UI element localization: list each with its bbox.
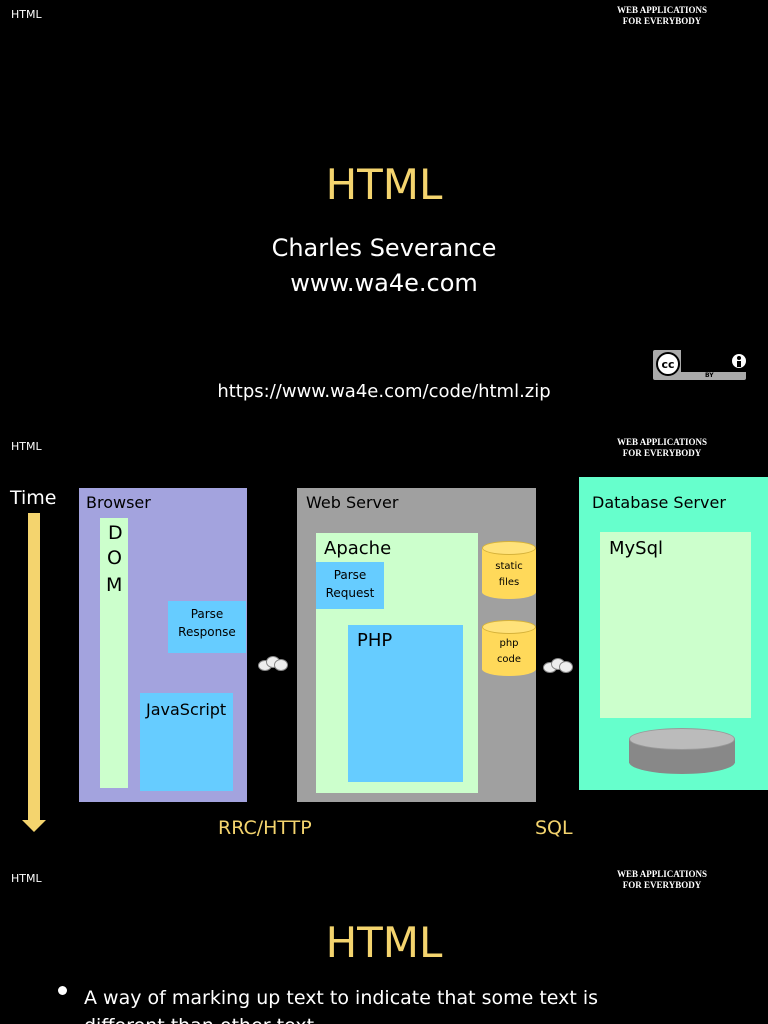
static-files-cylinder: static files [482,541,536,599]
browser-title: Browser [86,493,151,512]
time-label: Time [10,487,57,509]
course-logo-line1: WEB APPLICATIONS [616,869,708,879]
time-arrow-head [22,820,46,832]
cc-icon: cc [656,352,680,376]
dom-letter-m: M [106,574,123,596]
php-box [348,625,463,782]
rrc-http-label: RRC/HTTP [218,817,312,839]
database-disk-icon [629,728,735,774]
network-cloud-icon [258,656,288,672]
php-code-label: php code [496,638,522,665]
course-logo-text: WEB APPLICATIONS FOR EVERYBODY [600,5,724,27]
course-logo-line2: FOR EVERYBODY [622,448,702,458]
course-logo-line2: FOR EVERYBODY [622,16,702,26]
by-label: BY [705,372,714,379]
parse-request-label: Parse Request [325,568,375,600]
course-logo-line1: WEB APPLICATIONS [616,5,708,15]
php-code-cylinder: php code [482,620,536,676]
slide-header-label: HTML [11,440,42,453]
javascript-label: JavaScript [146,700,227,719]
course-logo-line1: WEB APPLICATIONS [616,437,708,447]
php-label: PHP [357,630,393,651]
javascript-box [140,693,233,791]
slide-header-label: HTML [11,872,42,885]
slide-header-label: HTML [11,8,42,21]
parse-response-box [168,601,246,653]
network-cloud-icon [543,658,573,674]
mysql-label: MySql [609,538,664,559]
course-logo-line2: FOR EVERYBODY [622,880,702,890]
database-server-title: Database Server [592,493,726,512]
static-files-label: static files [495,561,523,588]
author-name: Charles Severance [271,234,497,262]
mysql-box [600,532,751,718]
download-url: https://www.wa4e.com/code/html.zip [217,381,551,402]
dom-letter-d: D [108,522,123,544]
parse-request-box [316,562,384,609]
time-arrow [28,513,40,821]
bullet-icon [58,986,67,995]
cc-by-license-icon: cc BY [653,350,748,380]
parse-response-label: Parse Response [178,607,236,639]
attribution-icon [730,352,748,370]
dom-letter-o: O [107,547,122,569]
sql-label: SQL [535,817,573,839]
course-logo-text: WEB APPLICATIONS FOR EVERYBODY [600,869,724,891]
website: www.wa4e.com [290,269,478,297]
slide-title-heading: HTML [325,160,443,209]
bullet-text: A way of marking up text to indicate tha… [84,987,599,1024]
dom-box [100,518,128,788]
slide-heading: HTML [325,918,443,967]
course-logo-text: WEB APPLICATIONS FOR EVERYBODY [600,437,724,459]
slide-html-definition: HTML WEB APPLICATIONS FOR EVERYBODY HTML… [0,864,768,1024]
apache-label: Apache [324,538,392,559]
web-server-title: Web Server [306,493,399,512]
slide-title: HTML WEB APPLICATIONS FOR EVERYBODY HTML… [0,0,768,432]
